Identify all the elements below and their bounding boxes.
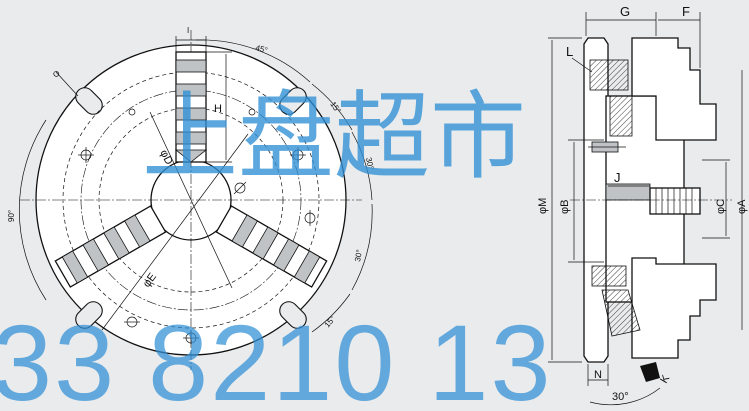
label-phi-a: φA xyxy=(736,199,748,214)
label-phi-c: φC xyxy=(715,199,727,214)
jaw-top xyxy=(174,51,208,163)
dim-l-leader xyxy=(571,57,593,73)
slot-bottom-right xyxy=(279,301,307,329)
label-i: I xyxy=(187,26,189,35)
label-f: F xyxy=(682,4,690,19)
label-angle-30-lower: 30° xyxy=(353,249,364,262)
bolt-marks xyxy=(78,108,316,346)
arc-30-lower xyxy=(351,203,373,291)
watermark-digits: 33 8210 13 xyxy=(0,302,553,411)
side-jaw-top xyxy=(631,37,717,141)
slot-top-left xyxy=(75,87,103,115)
arc-45 xyxy=(195,39,311,83)
dim-e-line xyxy=(101,133,249,331)
side-jaw-bottom xyxy=(631,257,717,359)
label-angle-90: 90° xyxy=(7,210,16,222)
jaw-lower-right xyxy=(54,205,167,288)
label-k: K xyxy=(658,373,672,386)
label-l: L xyxy=(566,44,573,59)
label-phi-m: φM xyxy=(537,198,549,214)
side-view xyxy=(548,12,743,406)
adjust-screw xyxy=(649,187,701,215)
slot-top-right xyxy=(279,87,307,115)
label-n: N xyxy=(594,369,602,381)
side-view-labels: G F L J N K φM φB φC φA 30° xyxy=(537,4,748,403)
mounting-slots xyxy=(75,87,307,329)
label-g: G xyxy=(620,4,630,19)
label-j: J xyxy=(614,170,621,185)
label-h: H xyxy=(214,103,222,115)
label-angle-30-side: 30° xyxy=(612,391,629,403)
hatched-section-bottom xyxy=(591,265,627,287)
jaw-lower-left xyxy=(215,205,328,288)
arc-30-side xyxy=(589,387,661,406)
arc-30-upper xyxy=(351,131,373,201)
screw-threads xyxy=(655,188,693,214)
label-o: O xyxy=(51,69,62,80)
slot-bottom-left xyxy=(75,301,103,329)
watermark: 上盘超市 33 8210 13 xyxy=(0,81,553,411)
key-k xyxy=(640,362,660,382)
arc-90 xyxy=(18,119,47,301)
watermark-chinese: 上盘超市 xyxy=(142,81,526,193)
label-angle-30-right: 30° xyxy=(364,157,375,171)
arc-15-top xyxy=(311,83,353,131)
dim-d-line xyxy=(149,111,233,289)
label-phi-b: φB xyxy=(559,200,571,214)
label-angle-45: 45° xyxy=(254,43,268,55)
arc-15-bottom xyxy=(311,293,351,333)
hatched-section-top xyxy=(589,59,629,91)
front-view xyxy=(18,30,373,370)
dim-o-line xyxy=(55,71,79,97)
